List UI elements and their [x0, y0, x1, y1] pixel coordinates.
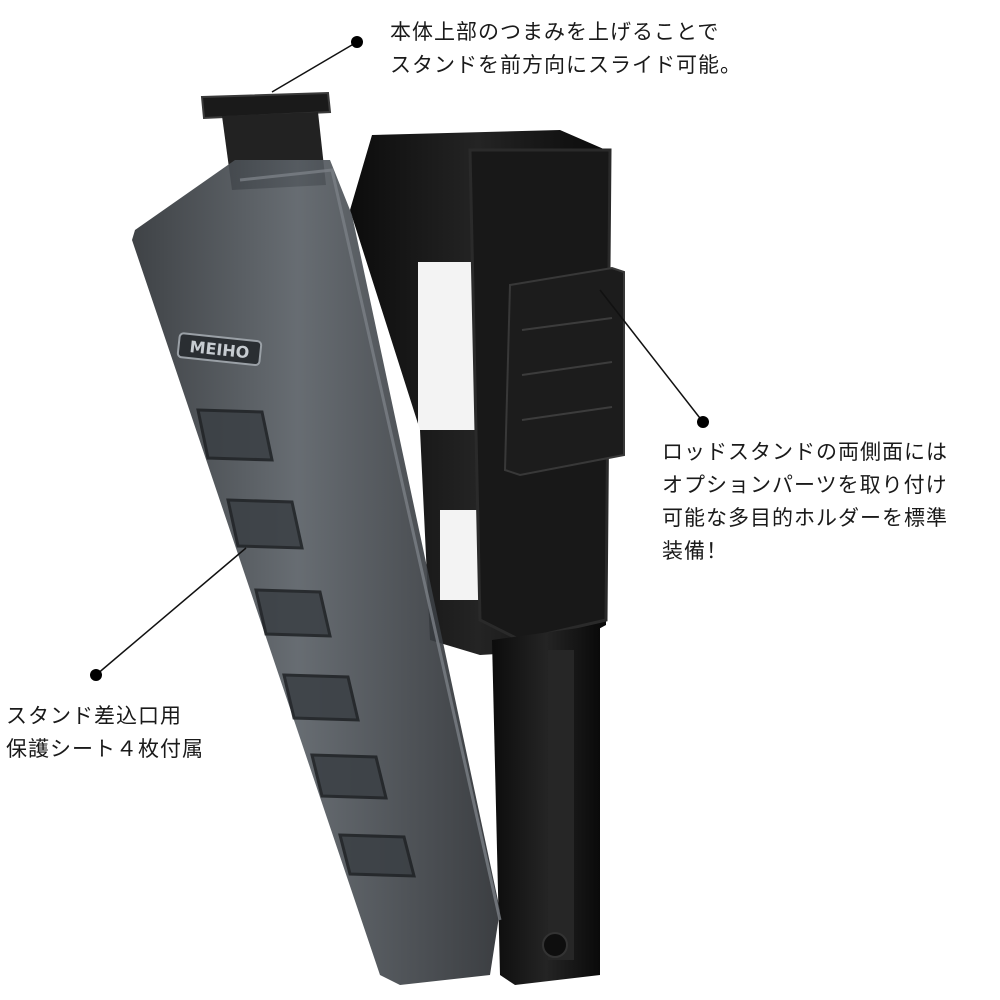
callout-right: ロッドスタンドの両側面には オプションパーツを取り付け 可能な多目的ホルダーを標… [662, 436, 948, 568]
leader-dot-top [351, 36, 363, 48]
callout-left-line-1: スタンド差込口用 [6, 704, 182, 728]
side-holder [503, 266, 625, 477]
smoke-tube: MEIHO [132, 160, 502, 985]
leader-dot-right [697, 416, 709, 428]
slide-rail [492, 625, 600, 985]
callout-right-line-2: オプションパーツを取り付け [662, 473, 948, 497]
leader-dots [90, 36, 709, 681]
callout-right-line-1: ロッドスタンドの両側面には [662, 440, 948, 464]
callout-top-line-2: スタンドを前方向にスライド可能。 [390, 53, 742, 77]
callout-top: 本体上部のつまみを上げることで スタンドを前方向にスライド可能。 [390, 16, 742, 82]
callout-left-line-2: 保護シート４枚付属 [6, 737, 204, 761]
leader-lines [95, 41, 704, 676]
callout-right-line-3: 可能な多目的ホルダーを標準 [662, 506, 948, 530]
callout-left: スタンド差込口用 保護シート４枚付属 [6, 700, 204, 766]
callout-top-line-1: 本体上部のつまみを上げることで [390, 20, 720, 44]
callout-right-line-4: 装備！ [662, 539, 728, 563]
brand-logo: MEIHO [176, 332, 263, 367]
black-frame [350, 130, 612, 655]
leader-dot-left [90, 669, 102, 681]
